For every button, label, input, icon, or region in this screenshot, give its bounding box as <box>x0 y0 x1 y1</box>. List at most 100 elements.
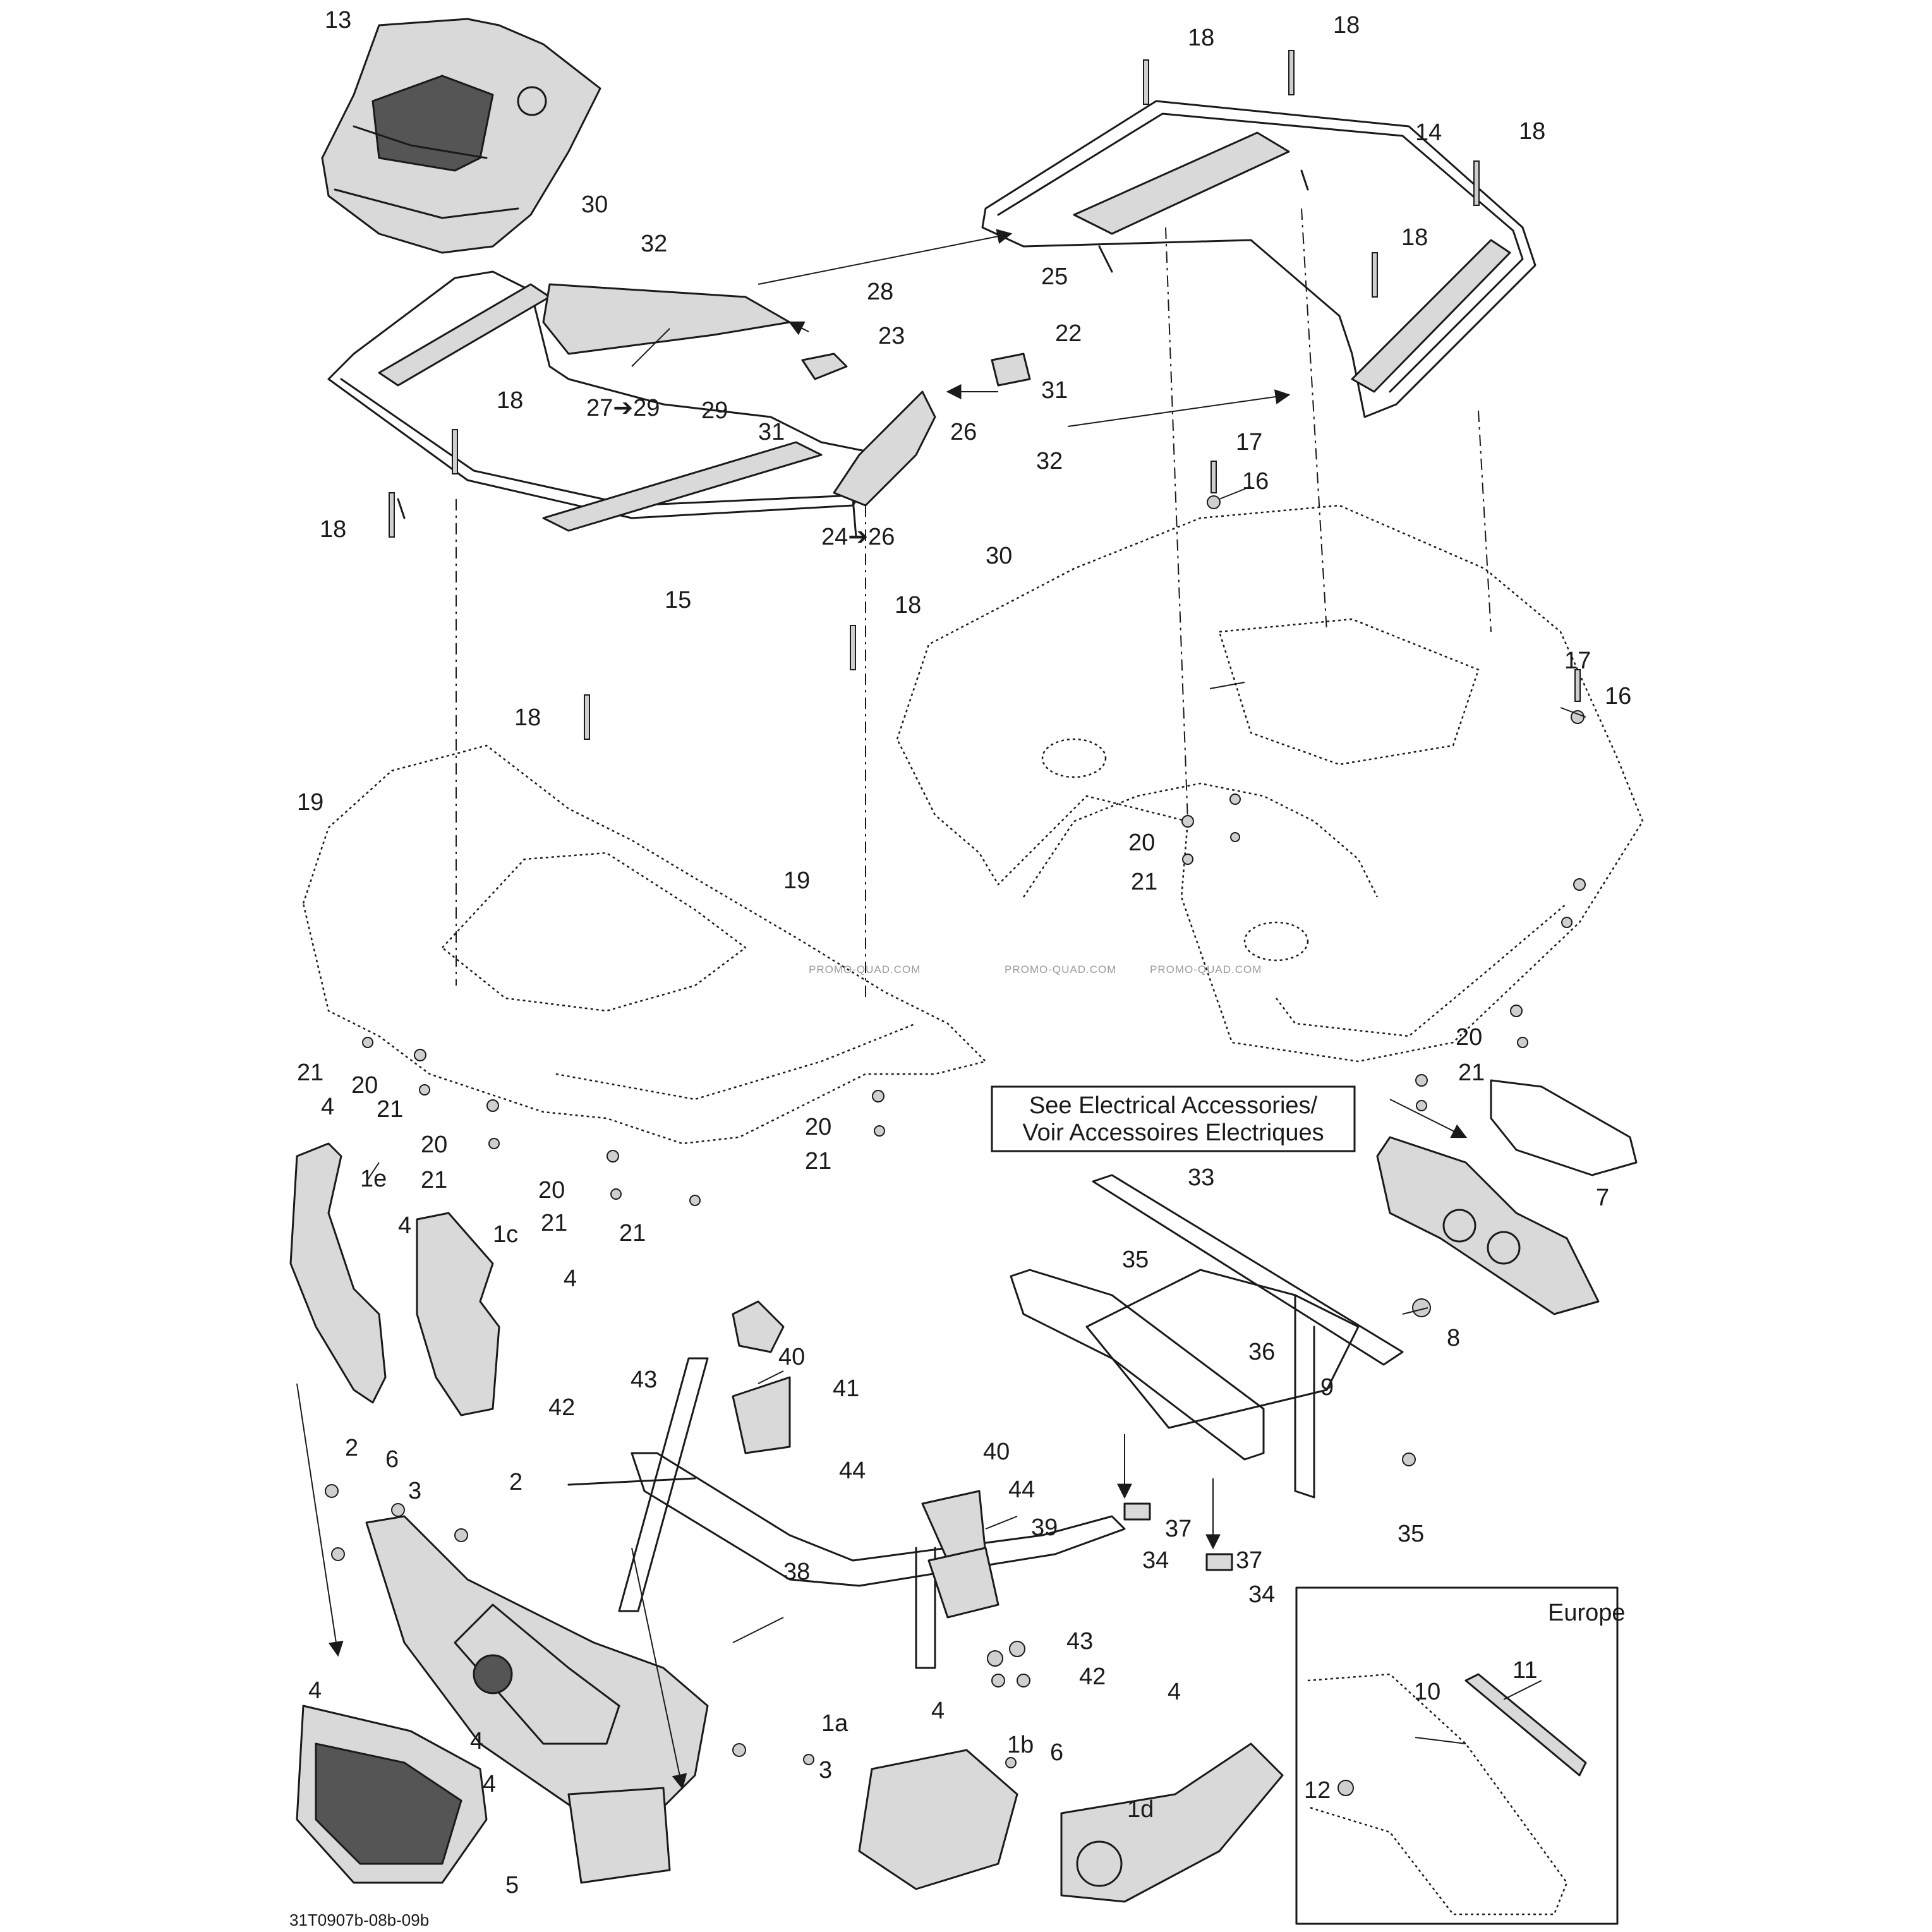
watermark: PROMO-QUAD.COM <box>1150 963 1262 975</box>
part-label: 29 <box>701 397 728 424</box>
part-label: 31 <box>758 419 785 445</box>
part-label: 35 <box>1398 1521 1424 1547</box>
part-side-panels <box>289 1142 500 1416</box>
part-front-rack <box>327 270 886 538</box>
part-label: 8 <box>1447 1325 1460 1351</box>
part-label: 18 <box>1519 118 1545 145</box>
part-label: 5 <box>505 1872 519 1899</box>
part-label: 17 <box>1564 648 1591 674</box>
part-label: 38 <box>783 1559 810 1585</box>
part-label: 21 <box>377 1096 403 1123</box>
part-label: 36 <box>1248 1339 1275 1365</box>
part-label: 21 <box>619 1220 646 1247</box>
part-label: 4 <box>308 1677 322 1704</box>
part-label: 12 <box>1304 1777 1331 1804</box>
part-label: 18 <box>1333 12 1360 39</box>
part-rear-fender-ghost <box>896 504 1644 1063</box>
part-label: 4 <box>931 1698 945 1724</box>
part-label: 34 <box>1248 1581 1275 1608</box>
part-front-bumper <box>567 1357 1126 1669</box>
part-label: 33 <box>1188 1164 1214 1191</box>
part-label: 44 <box>839 1458 866 1484</box>
watermarks: PROMO-QUAD.COM PROMO-QUAD.COM PROMO-QUAD… <box>809 963 1262 975</box>
part-label: 14 <box>1415 119 1442 146</box>
europe-inset-label: Europe <box>1548 1600 1626 1626</box>
part-label: 7 <box>1596 1185 1609 1211</box>
part-label: 20 <box>421 1132 447 1158</box>
part-label: 23 <box>878 323 905 349</box>
part-label: 17 <box>1236 429 1262 456</box>
fasteners <box>325 50 1586 1796</box>
part-label: 16 <box>1605 683 1631 709</box>
europe-inset <box>1295 1586 1619 1925</box>
part-label: 1b <box>1007 1732 1034 1758</box>
part-label: 2 <box>345 1435 358 1461</box>
part-label: 41 <box>833 1375 859 1402</box>
part-label: 1c <box>493 1221 518 1248</box>
part-label: 21 <box>1458 1060 1485 1086</box>
part-label: 19 <box>783 867 810 894</box>
part-label: 4 <box>1168 1679 1181 1705</box>
electrical-accessories-callout: See Electrical Accessories/ Voir Accesso… <box>991 1085 1356 1152</box>
assembly-lines <box>296 208 1492 1790</box>
part-label: 1d <box>1127 1796 1154 1823</box>
callout-line-2: Voir Accessoires Electriques <box>1022 1120 1324 1146</box>
part-label: 20 <box>1128 830 1155 856</box>
part-label: 15 <box>665 587 691 613</box>
parts-artwork <box>289 18 1644 1925</box>
part-label: 18 <box>514 704 541 731</box>
part-label: 20 <box>805 1114 831 1140</box>
part-label: 32 <box>641 231 667 257</box>
part-label: 26 <box>950 419 977 445</box>
part-label: 1a <box>821 1710 848 1737</box>
part-label: 19 <box>297 789 323 816</box>
callout-line-1: See Electrical Accessories/ <box>1029 1092 1318 1119</box>
part-label: 4 <box>483 1771 496 1797</box>
part-label: 40 <box>778 1344 805 1370</box>
part-label: 42 <box>548 1394 575 1421</box>
part-label: 6 <box>385 1446 399 1473</box>
watermark: PROMO-QUAD.COM <box>1005 963 1116 975</box>
part-label: 44 <box>1008 1476 1035 1503</box>
part-label: 3 <box>819 1757 832 1784</box>
part-label: 43 <box>631 1367 657 1393</box>
part-label: 43 <box>1066 1628 1093 1655</box>
part-label: 39 <box>1031 1514 1058 1541</box>
part-label: 22 <box>1055 320 1082 347</box>
part-rear-rack <box>981 100 1537 418</box>
part-label: 4 <box>470 1728 483 1754</box>
part-label: 11 <box>1512 1657 1537 1684</box>
part-label: 40 <box>983 1439 1010 1465</box>
part-label: 10 <box>1414 1679 1440 1705</box>
part-front-fender-ghost <box>302 744 987 1145</box>
watermark: PROMO-QUAD.COM <box>809 963 921 975</box>
part-label: 9 <box>1320 1374 1334 1401</box>
part-labels: 13 18 18 14 18 18 30 32 28 25 23 22 27➔2… <box>297 7 1631 1899</box>
part-label: 27➔29 <box>586 395 660 421</box>
part-label: 21 <box>297 1060 323 1086</box>
diagram-code: 31T0907b-08b-09b <box>289 1911 429 1929</box>
part-label: 31 <box>1041 377 1068 404</box>
part-label: 16 <box>1242 468 1269 495</box>
part-label: 3 <box>408 1478 421 1504</box>
part-label: 21 <box>421 1167 447 1193</box>
part-label: 37 <box>1165 1516 1192 1542</box>
part-label: 4 <box>398 1212 411 1239</box>
part-label: 37 <box>1236 1547 1262 1574</box>
part-label: 6 <box>1050 1739 1063 1766</box>
part-label: 18 <box>1188 25 1214 51</box>
part-label: 21 <box>1131 869 1157 895</box>
part-rear-frame <box>1010 1174 1404 1499</box>
part-label: 21 <box>805 1148 831 1174</box>
part-label: 18 <box>320 516 346 543</box>
part-label: 4 <box>321 1094 334 1120</box>
part-label: 25 <box>1041 263 1068 290</box>
part-label: 32 <box>1036 448 1063 474</box>
part-label: 1e <box>360 1166 387 1192</box>
part-front-fascia <box>296 1515 1284 1903</box>
leader-lines <box>366 328 1586 1744</box>
part-label: 18 <box>1401 224 1428 251</box>
part-label: 30 <box>581 191 608 218</box>
part-label: 20 <box>538 1177 565 1204</box>
